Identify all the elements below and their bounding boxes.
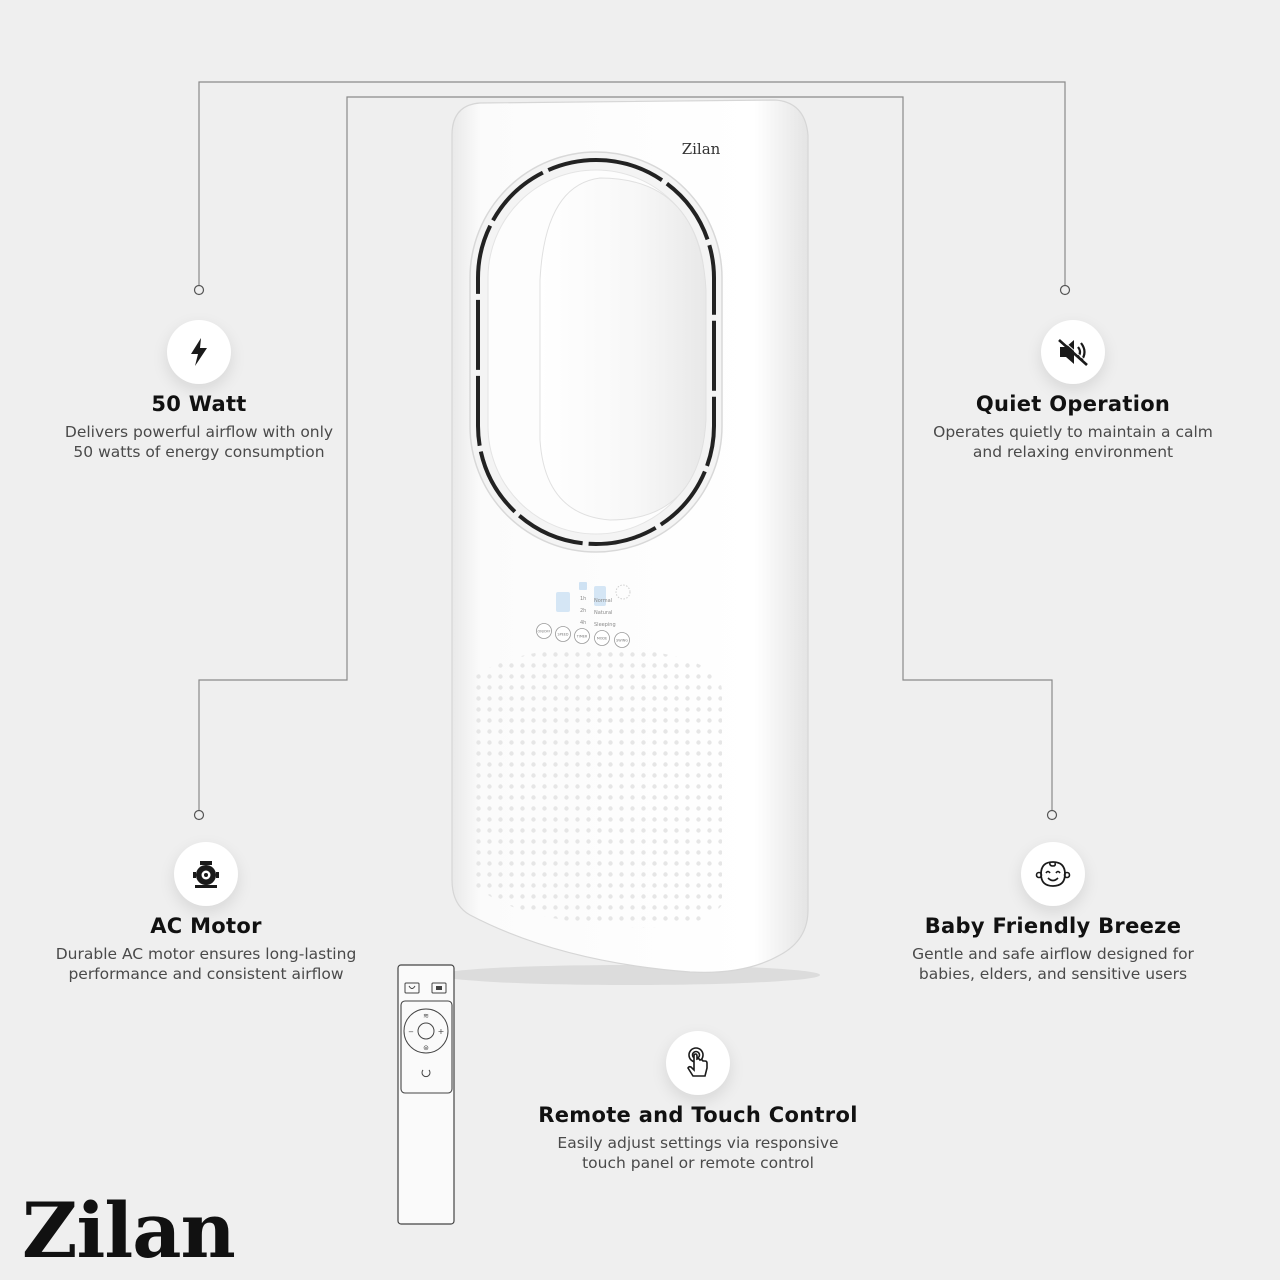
connector-line-motor	[198, 96, 1053, 811]
svg-text:⊜: ⊜	[423, 1044, 429, 1052]
panel-button-timer: TIMER	[576, 635, 588, 639]
feature-baby-friendly-breeze: Baby Friendly Breeze Gentle and safe air…	[880, 842, 1226, 984]
svg-text:+: +	[438, 1027, 445, 1036]
feature-title: 50 Watt	[151, 392, 247, 416]
panel-button-swing: SWING	[616, 639, 628, 643]
fan-air-tunnel	[539, 177, 707, 521]
fan-air-opening-grille	[476, 158, 716, 546]
speaker-muted-icon	[1041, 320, 1105, 384]
svg-text:−: −	[408, 1028, 414, 1036]
panel-button-speed: SPEED	[557, 633, 568, 637]
connector-dot	[193, 284, 205, 296]
timer-label-4h: 4h	[580, 620, 586, 626]
svg-text:≋: ≋	[423, 1012, 429, 1020]
feature-50-watt: 50 Watt Delivers powerful airflow with o…	[40, 320, 358, 462]
panel-button-mode: MODE	[597, 637, 607, 641]
mode-label-normal: Normal	[594, 598, 612, 604]
mode-label-natural: Natural	[594, 610, 612, 616]
feature-quiet-operation: Quiet Operation Operates quietly to main…	[910, 320, 1236, 462]
fan-dotted-grille	[470, 648, 722, 928]
fan-control-panel: 1h 2h 4h Normal Natural Sleeping ON/OFF …	[536, 582, 631, 648]
feature-title: Quiet Operation	[975, 392, 1171, 416]
feature-remote-touch-control: Remote and Touch Control Easily adjust s…	[520, 1031, 876, 1173]
brand-logo: Zilan	[22, 1186, 236, 1275]
connector-dot	[1059, 284, 1071, 296]
connector-line-watt	[198, 81, 1066, 286]
motor-icon	[174, 842, 238, 906]
timer-label-2h: 2h	[580, 608, 586, 614]
feature-ac-motor: AC Motor Durable AC motor ensures long-l…	[36, 842, 376, 984]
touch-hand-icon	[666, 1031, 730, 1095]
feature-title: AC Motor	[150, 914, 262, 938]
connector-dot	[193, 809, 205, 821]
fan-brand-label: Zilan	[682, 140, 721, 158]
timer-label-1h: 1h	[580, 596, 586, 602]
mode-label-sleeping: Sleeping	[594, 622, 616, 628]
baby-face-icon	[1021, 842, 1085, 906]
connector-dot	[1046, 809, 1058, 821]
panel-button-onoff: ON/OFF	[538, 630, 551, 634]
feature-title: Baby Friendly Breeze	[924, 914, 1182, 938]
feature-title: Remote and Touch Control	[538, 1103, 858, 1127]
lightning-bolt-icon	[167, 320, 231, 384]
remote-control: ≋ − + ⊜	[397, 964, 455, 1225]
